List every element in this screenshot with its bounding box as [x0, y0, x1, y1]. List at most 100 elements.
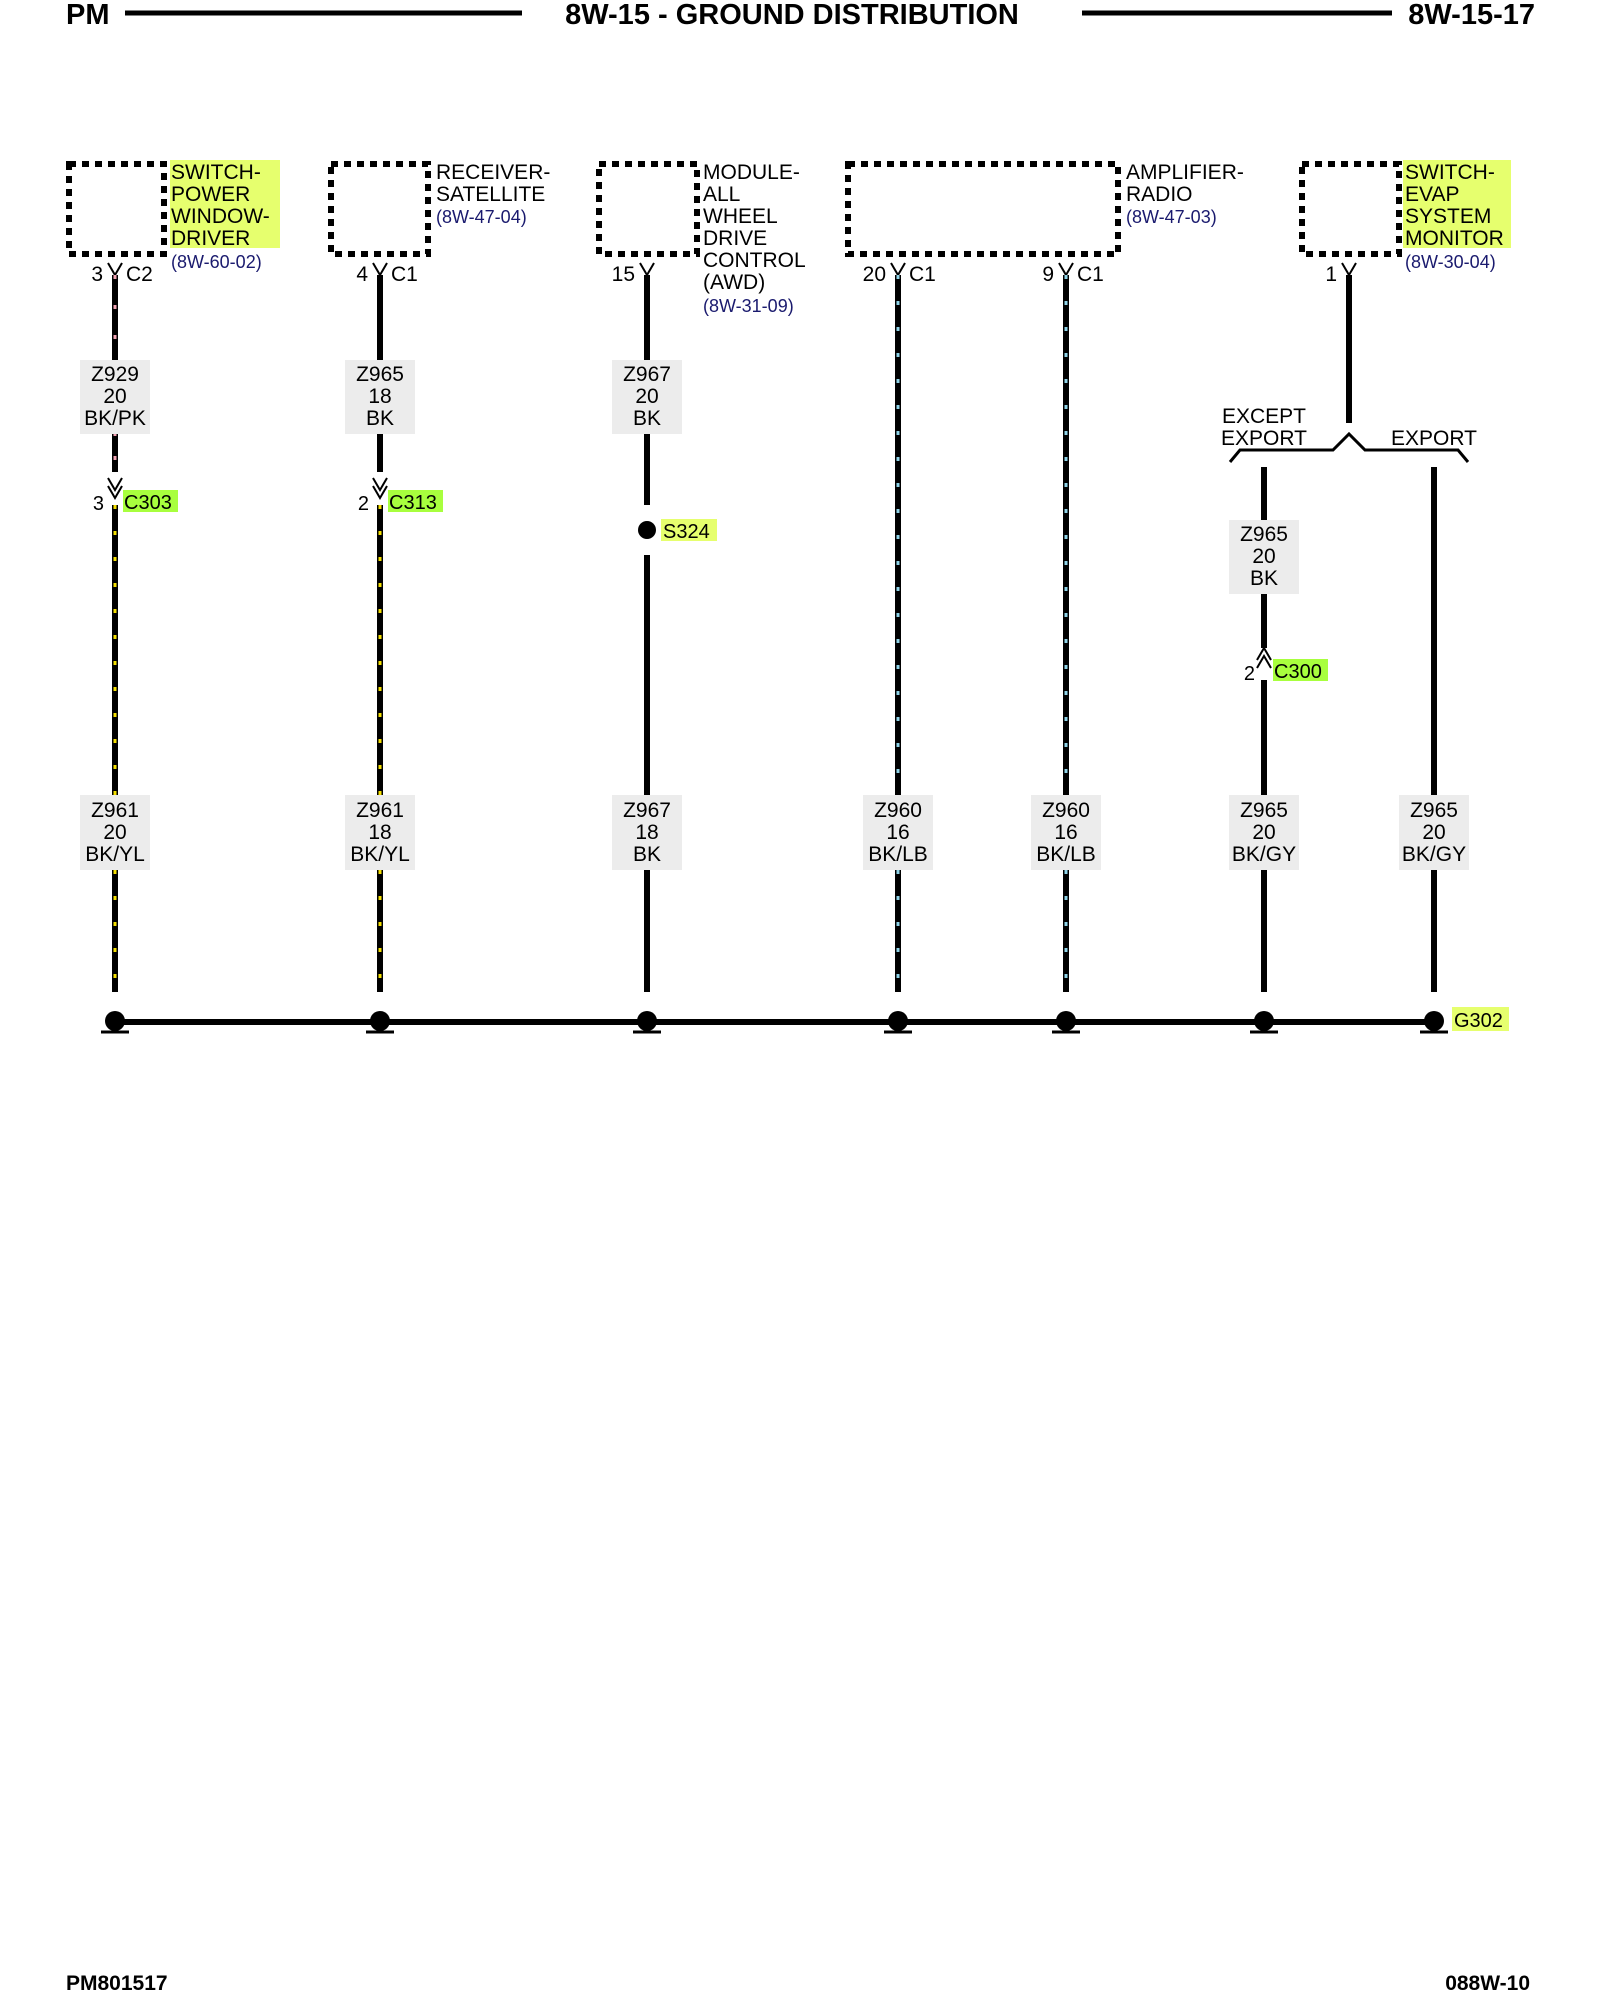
ground-point [1052, 1011, 1080, 1034]
inline-connector-icon [1256, 654, 1272, 669]
inline-connector-icon [372, 485, 388, 500]
wire-color: BK/YL [350, 843, 410, 866]
component-name-line: DRIVER [171, 227, 250, 250]
inline-connector-name: C313 [389, 492, 437, 514]
pin-number: 20 [863, 263, 886, 286]
wire-label-bg [863, 795, 933, 870]
wire-color: BK [633, 843, 661, 866]
inline-connector-highlight [388, 490, 443, 512]
footer-left: PM801517 [66, 1972, 168, 1995]
wire-circuit: Z965 [356, 363, 404, 386]
ground-point [633, 1011, 661, 1034]
wire-label-bg [1031, 795, 1101, 870]
component-box-receiver-satellite [328, 161, 431, 257]
wire-gauge: 20 [635, 385, 658, 408]
wire-label-bg [1229, 520, 1299, 594]
component-name-line: AMPLIFIER- [1126, 161, 1244, 184]
page-header: PM 8W-15 - GROUND DISTRIBUTION 8W-15-17 [66, 0, 1535, 31]
pin-connector-name: C1 [391, 263, 418, 286]
inline-connector-icon [107, 477, 123, 492]
page-footer: PM801517 088W-10 [66, 1972, 1530, 1995]
wire-color: BK [1250, 567, 1278, 590]
splice-dot [638, 521, 656, 539]
component-name-line: SWITCH- [171, 161, 261, 184]
component-name-line: RECEIVER- [436, 161, 550, 184]
component-boxes [66, 161, 1402, 257]
wire-circuit: Z965 [1240, 799, 1288, 822]
wire-gauge: 16 [886, 821, 909, 844]
header-right: 8W-15-17 [1408, 0, 1535, 31]
pin-connector-icon [890, 262, 906, 277]
wire-circuit: Z960 [1042, 799, 1090, 822]
pin-connector-icon [107, 262, 123, 277]
component-name-line: EVAP [1405, 183, 1459, 206]
header-title: 8W-15 - GROUND DISTRIBUTION [565, 0, 1019, 31]
splice: S324 [638, 519, 717, 543]
inline-connector-name: C303 [124, 492, 172, 514]
component-name-line: RADIO [1126, 183, 1193, 206]
header-left: PM [66, 0, 110, 31]
component-name-line: ALL [703, 183, 740, 206]
wire-circuit: Z967 [623, 799, 671, 822]
inline-connector-name: C300 [1274, 661, 1322, 683]
wire-circuit: Z967 [623, 363, 671, 386]
inline-connector-highlight [123, 490, 178, 512]
inline-connector-pin: 2 [1244, 663, 1255, 685]
wire-gauge: 18 [368, 821, 391, 844]
component-box-module-awd [596, 161, 700, 257]
component-name-line: WINDOW- [171, 205, 270, 228]
branch-label-export: EXPORT [1391, 427, 1477, 450]
component-box-switch-evap-system-monitor [1299, 161, 1402, 257]
pin-number: 1 [1325, 263, 1337, 286]
ground-point [1250, 1011, 1278, 1034]
ground-point [101, 1011, 129, 1034]
component-ref: (8W-60-02) [171, 252, 262, 272]
wire-color: BK/LB [1036, 843, 1096, 866]
wire-gauge: 20 [103, 385, 126, 408]
wire-label-bg [80, 360, 150, 434]
ground-point [884, 1011, 912, 1034]
highlight-switch-power-window-driver [170, 160, 280, 248]
pin-connector-icon [1341, 262, 1357, 277]
wire-gauge: 18 [635, 821, 658, 844]
wire-labels-lower: Z961 20 BK/YL Z961 18 BK/YL Z967 18 BK Z… [80, 795, 1469, 870]
wire-label-bg [345, 360, 415, 434]
pin-number: 9 [1042, 263, 1054, 286]
wire-label-bg [612, 795, 682, 870]
highlight-switch-evap-system-monitor [1403, 160, 1511, 248]
inline-connector-icon [372, 477, 388, 492]
wire-color: BK [633, 407, 661, 430]
component-ref: (8W-30-04) [1405, 252, 1496, 272]
ground-points: G302 [101, 1007, 1509, 1034]
pin-connector-icon [639, 262, 655, 277]
pin-connector-name: C1 [1077, 263, 1104, 286]
component-name-line: SYSTEM [1405, 205, 1491, 228]
branch-label-except-export: EXPORT [1221, 427, 1307, 450]
wire-color: BK/GY [1402, 843, 1466, 866]
pin-connector-icon [1058, 262, 1074, 277]
wire-circuit: Z965 [1240, 523, 1288, 546]
component-name-line: MONITOR [1405, 227, 1504, 250]
pin-number: 15 [612, 263, 635, 286]
wire-circuit: Z960 [874, 799, 922, 822]
wire-color: BK/YL [85, 843, 145, 866]
wire-circuit: Z961 [91, 799, 139, 822]
splice-highlight [661, 519, 717, 541]
wire-circuit: Z929 [91, 363, 139, 386]
component-box-amplifier-radio [845, 161, 1121, 257]
ground-point [366, 1011, 394, 1034]
footer-right: 088W-10 [1445, 1972, 1530, 1995]
inline-connector-pin: 3 [93, 493, 104, 515]
wire-color: BK/LB [868, 843, 928, 866]
wire-gauge: 16 [1054, 821, 1077, 844]
component-name-line: DRIVE [703, 227, 767, 250]
component-ref: (8W-31-09) [703, 296, 794, 316]
wire-color: BK [366, 407, 394, 430]
component-labels: SWITCH- POWER WINDOW- DRIVER (8W-60-02) … [171, 161, 1504, 316]
option-branch-bracket [1228, 431, 1470, 463]
inline-connector-icon [107, 485, 123, 500]
pin-number: 4 [356, 263, 368, 286]
pin-connector-name: C1 [909, 263, 936, 286]
inline-connectors: 3 C303 2 C313 2 C300 [93, 477, 1328, 685]
component-ref: (8W-47-03) [1126, 207, 1217, 227]
